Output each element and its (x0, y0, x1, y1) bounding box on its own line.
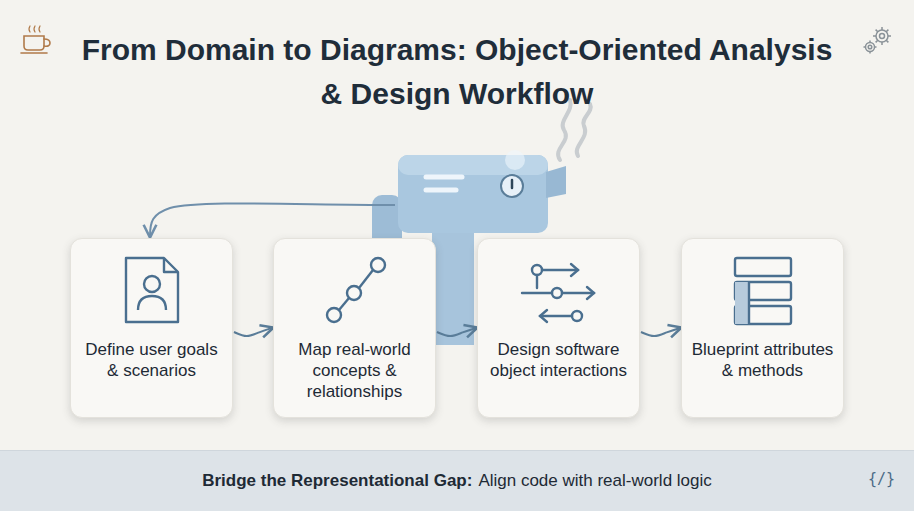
process-card: Define user goals & scenarios (70, 238, 233, 418)
step-label: Define user goals & scenarios (79, 339, 224, 381)
process-card: Design software object interactions (477, 238, 640, 418)
step-label: Design software object interactions (486, 339, 631, 381)
caption-text: Bridge the Representational Gap: (202, 471, 472, 491)
caption-text: Align code with real-world logic (478, 471, 711, 491)
flow-arrow (234, 328, 272, 336)
step-label: Blueprint attributes & methods (690, 339, 835, 381)
flow-arrow (437, 328, 476, 336)
feedback-arrow (150, 203, 395, 236)
caption-band: Bridge the Representational Gap: Align co… (0, 450, 914, 511)
title: From Domain to Diagrams: Object-Oriented… (67, 28, 847, 116)
process-card: Map real-world concepts & relationships (273, 238, 436, 418)
code-symbol: {/} (868, 470, 895, 488)
step-label: Map real-world concepts & relationships (282, 339, 427, 402)
cup-icon (21, 26, 50, 53)
flow-arrow (641, 328, 680, 336)
process-card: Blueprint attributes & methods (681, 238, 844, 418)
gear-icons (864, 27, 892, 54)
